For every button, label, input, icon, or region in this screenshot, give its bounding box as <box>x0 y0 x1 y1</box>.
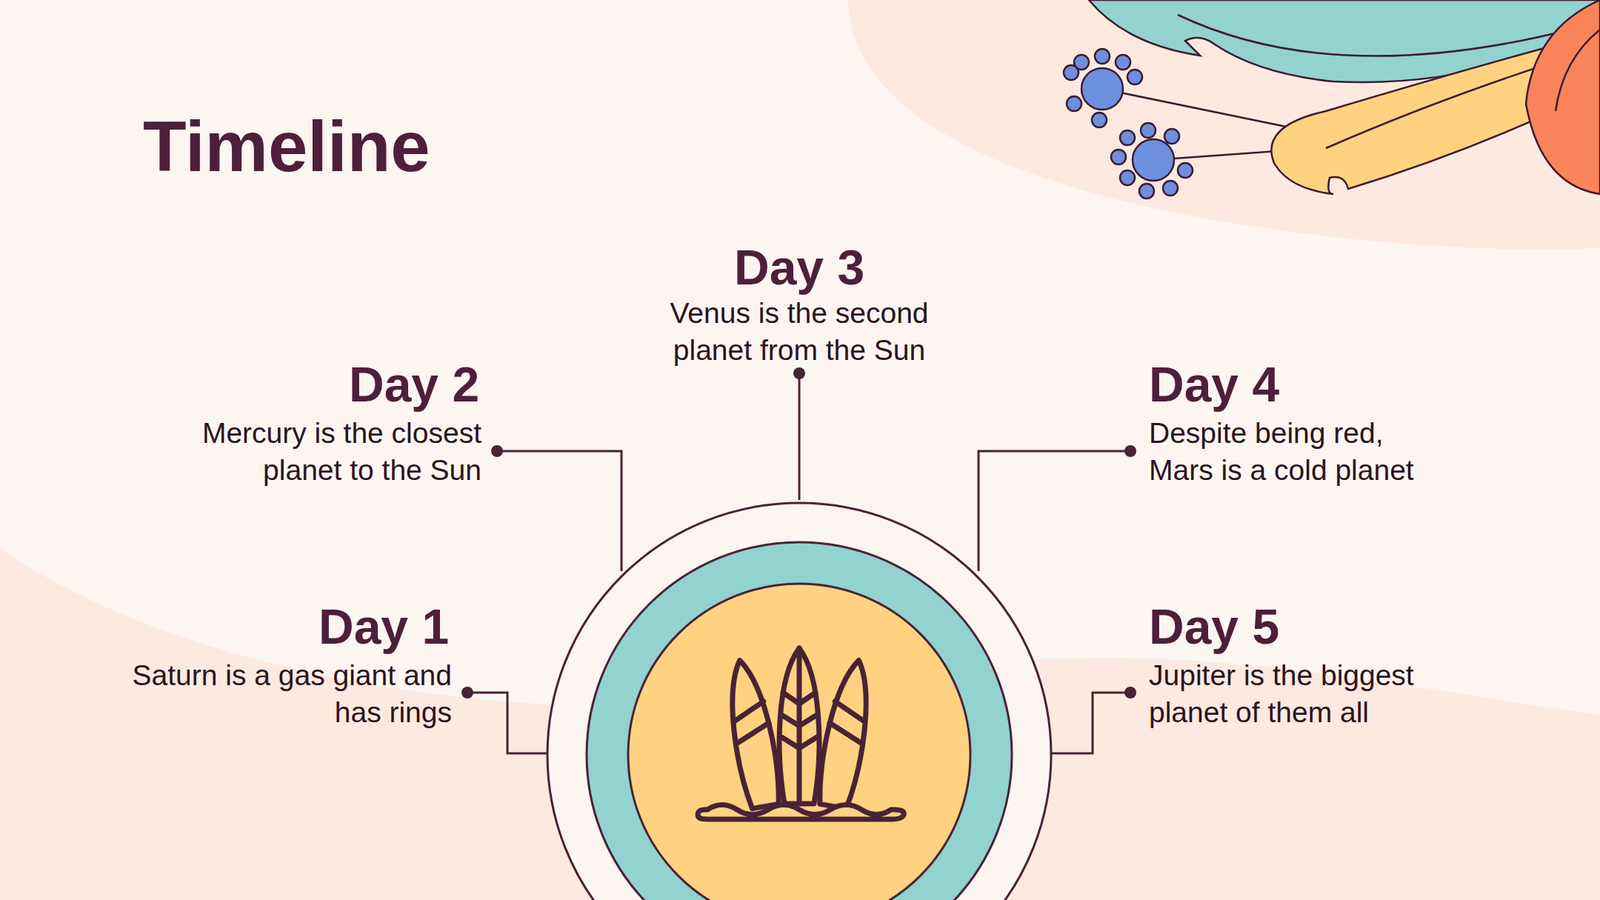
day-description: Despite being red, Mars is a cold planet <box>1148 414 1446 489</box>
day-heading: Day 1 <box>318 602 449 652</box>
day-heading: Day 2 <box>348 360 480 409</box>
day-description: Saturn is a gas giant and has rings <box>125 657 452 732</box>
day-heading: Day 4 <box>1148 360 1280 409</box>
center-circle <box>547 502 1052 900</box>
day-description: Jupiter is the biggest planet of them al… <box>1148 657 1490 732</box>
slide-title: Timeline <box>142 111 431 183</box>
corner-blob <box>848 0 1600 250</box>
surfboard-icon <box>697 648 904 820</box>
day-description: Mercury is the closest planet to the Sun <box>140 414 482 489</box>
day-description: Venus is the second planet from the Sun <box>640 294 959 369</box>
day-heading: Day 5 <box>1148 602 1280 652</box>
day-heading: Day 3 <box>734 242 865 292</box>
leaf-decoration <box>1088 0 1600 195</box>
blue-flowers <box>1063 48 1193 199</box>
